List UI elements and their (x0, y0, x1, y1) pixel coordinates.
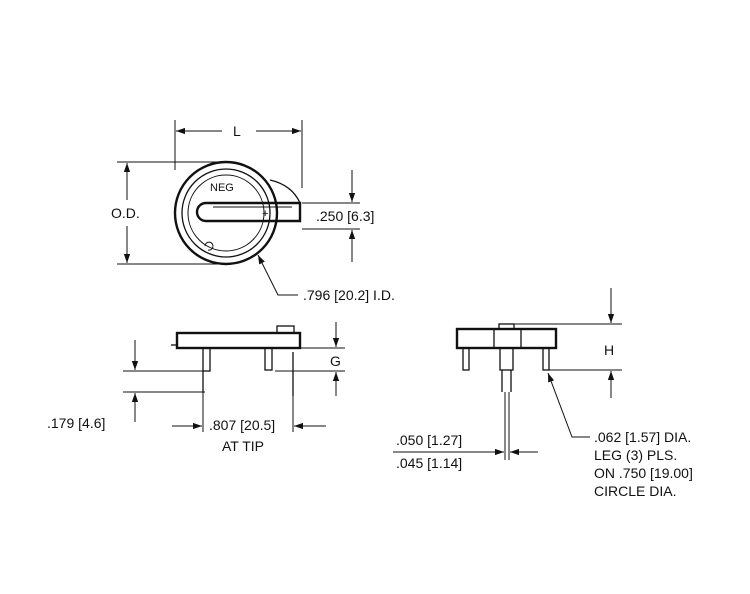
id-label: .796 [20.2] I.D. (303, 287, 395, 303)
leg-leader (547, 372, 590, 438)
holder-inner-ring (181, 168, 271, 258)
pos-label: + (262, 208, 268, 220)
front-pin-left (202, 347, 211, 372)
neg-label: NEG (210, 182, 234, 194)
leg-note-4: CIRCLE DIA. (594, 483, 676, 499)
g-label: G (330, 353, 341, 369)
contact-tab (195, 201, 302, 223)
top-view: NEG + L O.D. .250 [6.3] .796 [20.2] I.D. (111, 120, 395, 303)
front-view: G .179 [4.6] .807 [20.5] AT TIP (47, 322, 345, 454)
length-label: L (233, 123, 241, 139)
pin-length-label: .179 [4.6] (47, 415, 105, 431)
tip-spacing-label: .807 [20.5] (209, 417, 275, 433)
battery-recess (187, 174, 265, 252)
leg-note-1: .062 [1.57] DIA. (594, 429, 691, 445)
tip-note: AT TIP (222, 438, 264, 454)
leg-note-3: ON .750 [19.00] (594, 465, 693, 481)
tab-arm (269, 179, 301, 204)
side-pin-right (542, 347, 550, 371)
side-pin-left (462, 347, 470, 371)
side-pin-center (499, 347, 514, 371)
holder-outer-ring (173, 160, 279, 266)
front-body (175, 331, 302, 350)
front-pin-right (264, 347, 273, 371)
side-top-tab (498, 323, 515, 330)
side-body (455, 327, 558, 350)
front-top-tab (276, 325, 295, 334)
tab-width-label: .250 [6.3] (316, 208, 374, 224)
leg-note-2: LEG (3) PLS. (594, 447, 677, 463)
neg-marker (204, 241, 214, 251)
pin-max-label: .050 [1.27] (396, 432, 462, 448)
pin-min-label: .045 [1.14] (396, 455, 462, 471)
id-leader (257, 254, 298, 296)
side-view: H .050 [1.27] .045 [1.14] .062 [1.57] DI… (393, 288, 693, 499)
od-label: O.D. (111, 205, 140, 221)
h-label: H (604, 342, 614, 358)
